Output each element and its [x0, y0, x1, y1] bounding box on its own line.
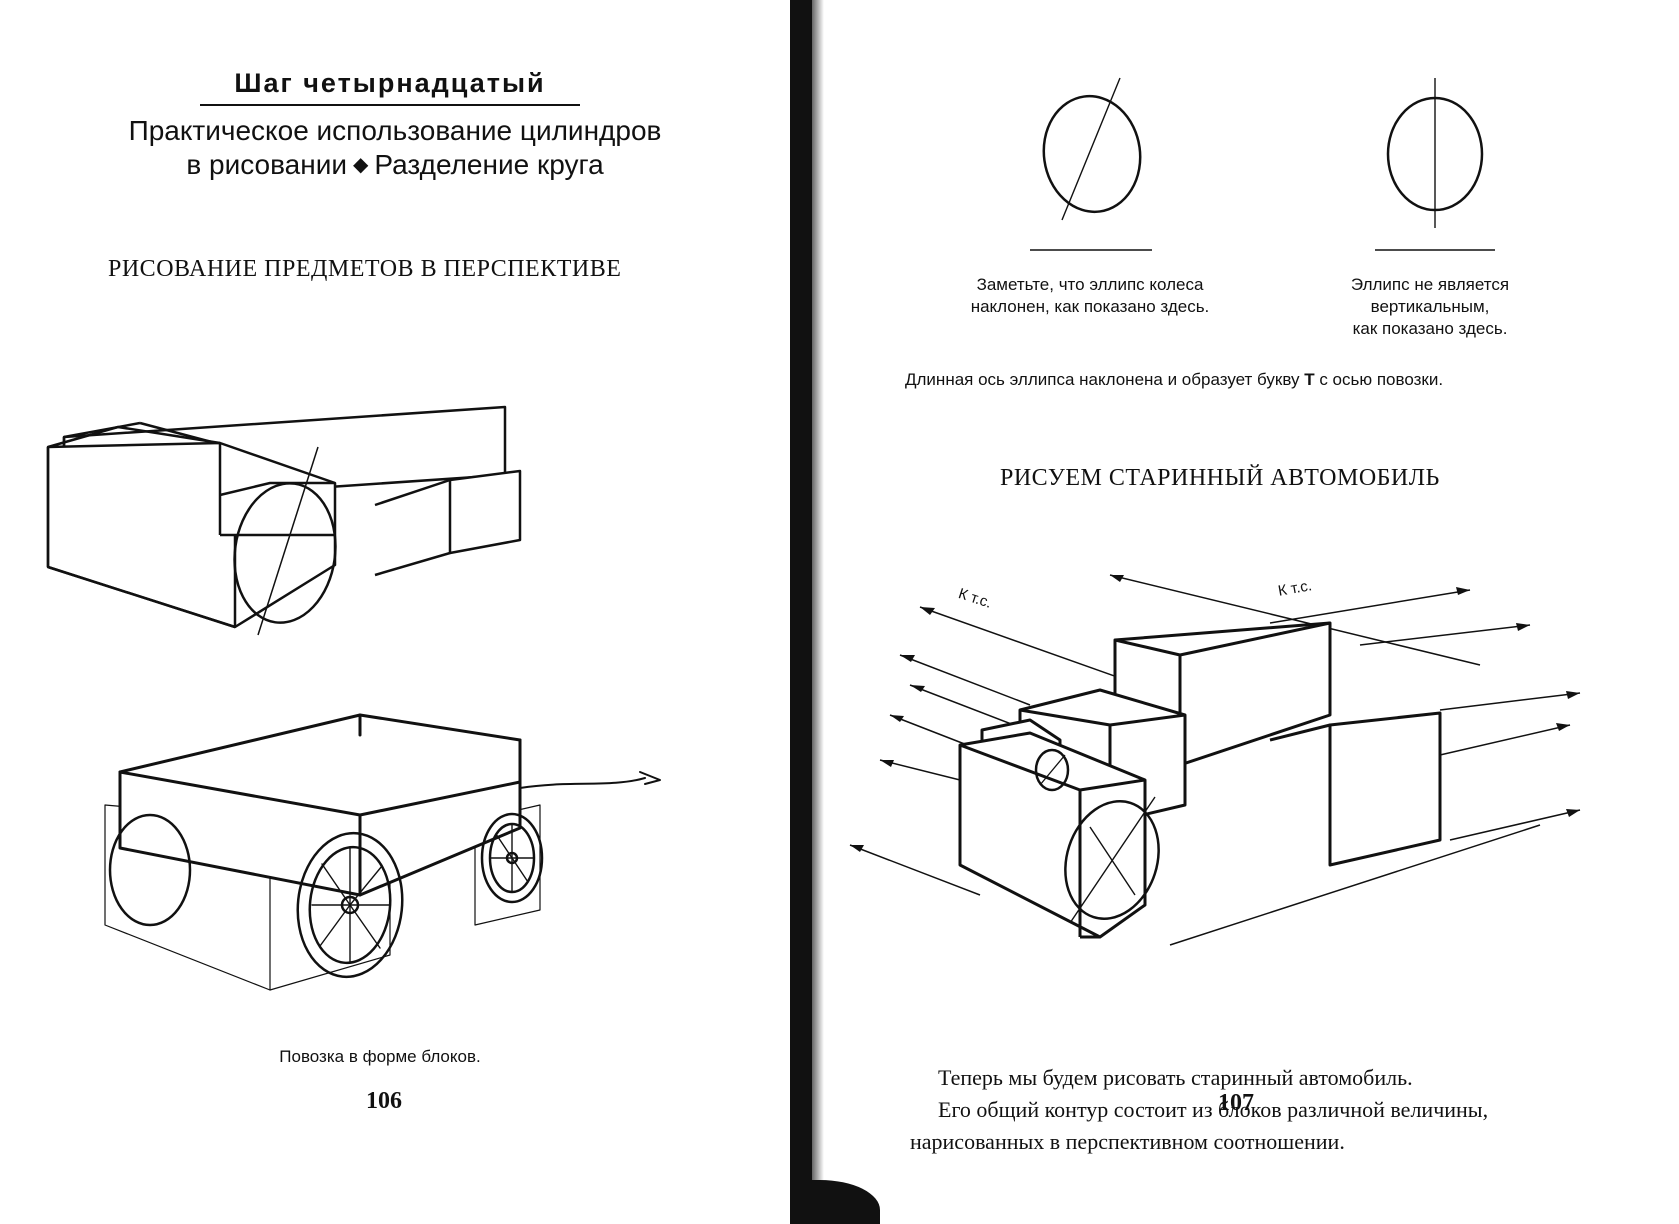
page-number-right: 107	[1218, 1090, 1254, 1116]
section-heading-perspective: РИСОВАНИЕ ПРЕДМЕТОВ В ПЕРСПЕКТИВЕ	[108, 256, 622, 282]
diamond-bullet-icon: ◆	[353, 154, 369, 176]
axis-note-text: Длинная ось эллипса наклонена и образует…	[905, 370, 1305, 389]
body-text: Теперь мы будем рисовать старинный автом…	[910, 1062, 1560, 1158]
left-page: Шаг четырнадцатый Практическое использов…	[0, 0, 790, 1224]
paragraph: Его общий контур состоит из блоков разли…	[910, 1097, 1489, 1154]
block-wagon-illustration	[40, 395, 540, 695]
ellipse-axis	[258, 447, 318, 635]
paragraph: Теперь мы будем рисовать старинный автом…	[938, 1065, 1413, 1090]
vertical-ellipse-caption: Эллипс не является вертикальным, как пок…	[1280, 274, 1580, 340]
caption-line: Заметьте, что эллипс колеса	[976, 275, 1204, 294]
wheeled-cart-illustration	[100, 760, 700, 1080]
gutter-shadow	[812, 0, 824, 1224]
section-heading-car: РИСУЕМ СТАРИННЫЙ АВТОМОБИЛЬ	[1000, 465, 1440, 491]
title-underline	[200, 104, 580, 106]
wagon-caption: Повозка в форме блоков.	[279, 1047, 481, 1066]
caption-line: как показано здесь.	[1352, 319, 1508, 338]
right-page: Заметьте, что эллипс колеса наклонен, ка…	[800, 0, 1679, 1224]
page-number-left: 106	[366, 1088, 402, 1114]
caption-line: Эллипс не является	[1350, 275, 1510, 294]
wheel-ellipse	[226, 477, 345, 630]
subtitle-line-2: в рисовании ◆Разделение круга	[60, 148, 730, 182]
book-gutter	[790, 0, 812, 1224]
antique-car-illustration	[880, 565, 1600, 1015]
caption-line: наклонен, как показано здесь.	[970, 297, 1210, 316]
axis-note-letter: Т	[1304, 370, 1315, 389]
tilted-ellipse-caption: Заметьте, что эллипс колеса наклонен, ка…	[920, 274, 1260, 318]
subtitle-part-a: в рисовании	[186, 149, 347, 180]
caption-line: вертикальным,	[1370, 297, 1490, 316]
axis-note-text: с осью повозки.	[1314, 370, 1444, 389]
tilted-ellipse-diagram	[1020, 70, 1180, 260]
axis-note: Длинная ось эллипса наклонена и образует…	[905, 370, 1443, 390]
vertical-ellipse-diagram	[1360, 70, 1520, 260]
subtitle-line-1: Практическое использование цилиндров	[128, 115, 662, 146]
subtitle-part-b: Разделение круга	[374, 149, 604, 180]
step-title: Шаг четырнадцатый	[234, 68, 546, 98]
chapter-subtitle: Практическое использование цилиндров в р…	[60, 114, 730, 182]
